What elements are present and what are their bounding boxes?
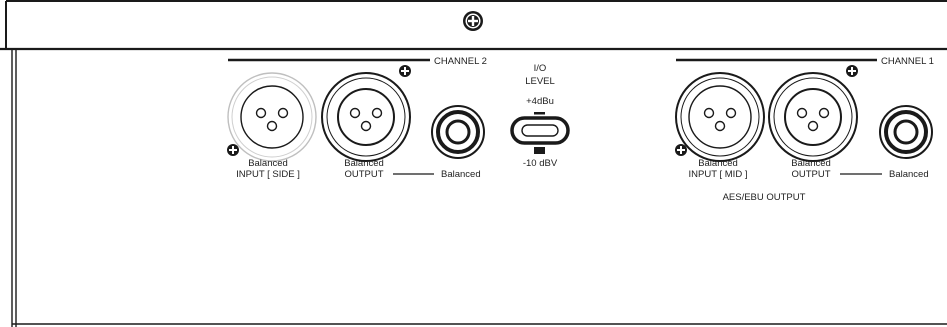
aes-ebu-output-label: AES/EBU OUTPUT xyxy=(723,192,806,203)
input-mid-label-2: INPUT [ MID ] xyxy=(689,169,748,180)
rack-strip xyxy=(0,0,947,51)
slide-switch-icon[interactable] xyxy=(510,116,570,145)
channel-1-section: CHANNEL 1 Balanced INPUT [ MID ] Balance… xyxy=(675,56,934,203)
jack-ch2-label: Balanced xyxy=(441,169,481,180)
channel-2-title: CHANNEL 2 xyxy=(434,56,487,67)
mounting-screw-icon xyxy=(846,65,858,77)
jack-socket-ch1[interactable] xyxy=(879,105,933,159)
output-ch1-label-2: OUTPUT xyxy=(791,169,830,180)
input-side-label-1: Balanced xyxy=(248,158,288,169)
io-level-top-option: +4dBu xyxy=(526,96,554,107)
xlr-input-side[interactable] xyxy=(227,72,317,162)
io-level-title-1: I/O xyxy=(534,63,547,74)
xlr-output-ch1[interactable] xyxy=(768,72,858,162)
output-ch1-label-1: Balanced xyxy=(791,158,831,169)
mounting-screw-icon xyxy=(675,144,687,156)
xlr-input-mid[interactable] xyxy=(675,72,765,162)
panel-edge-left xyxy=(11,50,947,327)
xlr-output-ch2[interactable] xyxy=(321,72,411,162)
mounting-screw-icon xyxy=(399,65,411,77)
jack-ch1-label: Balanced xyxy=(889,169,929,180)
output-ch2-label-2: OUTPUT xyxy=(344,169,383,180)
input-side-label-2: INPUT [ SIDE ] xyxy=(236,169,300,180)
output-ch2-label-1: Balanced xyxy=(344,158,384,169)
mounting-screw-icon xyxy=(227,144,239,156)
channel-2-section: CHANNEL 2 Balanced INPUT [ SIDE ] Balanc… xyxy=(227,56,487,180)
io-level-bottom-option: -10 dBV xyxy=(523,158,558,169)
io-level-title-2: LEVEL xyxy=(525,76,555,87)
rack-screw-icon xyxy=(463,11,483,31)
channel-1-title: CHANNEL 1 xyxy=(881,56,934,67)
jack-socket-ch2[interactable] xyxy=(431,105,485,159)
input-mid-label-1: Balanced xyxy=(698,158,738,169)
io-level-section: I/O LEVEL +4dBu -10 dBV xyxy=(510,63,570,169)
